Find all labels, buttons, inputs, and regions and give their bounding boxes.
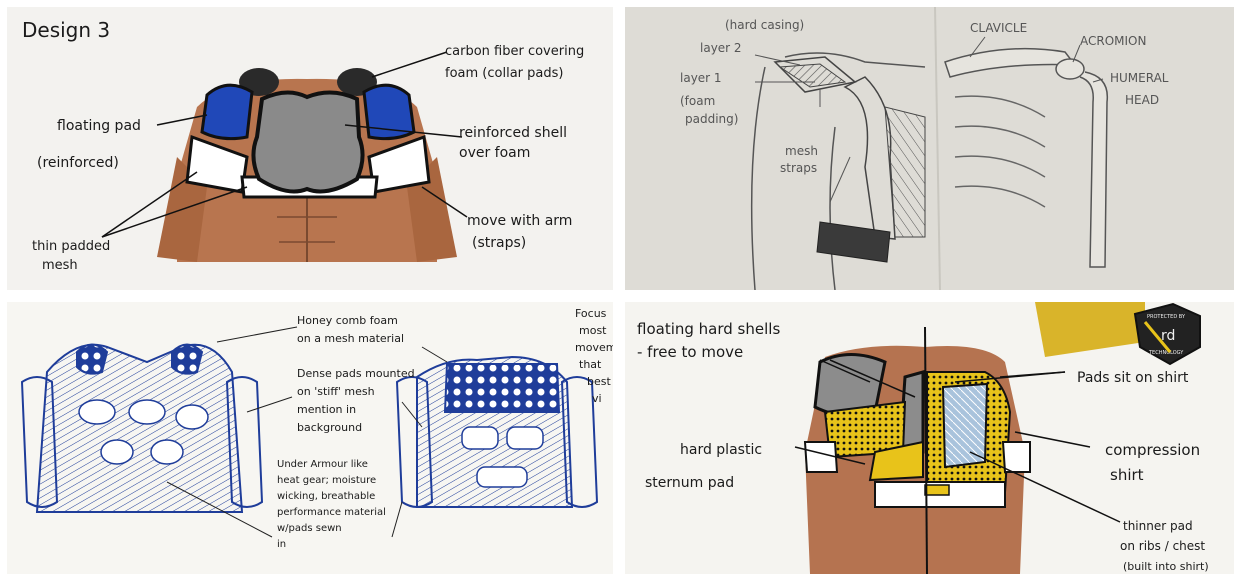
under-armour-label-line6: in <box>277 539 286 550</box>
mesh-label-line1: thin padded <box>32 239 110 254</box>
mesh-straps-label-line1: mesh <box>785 144 818 158</box>
focus-note-line5: best <box>587 375 611 388</box>
foam-label-line1: (foam <box>680 94 715 108</box>
plastic-label-line1: hard plastic <box>680 442 762 458</box>
blue-ink-sketch-panel: Honey comb foam on a mesh material Dense… <box>7 302 613 574</box>
focus-note-line6: vi <box>592 392 602 405</box>
move-label-line2: (straps) <box>472 235 526 251</box>
layer-1-pad <box>780 64 845 87</box>
floating-shells-label-line1: floating hard shells <box>637 320 780 338</box>
compression-shirt-panel <box>943 384 987 467</box>
acromion-bone <box>1056 59 1084 79</box>
compression-label-line1: compression <box>1105 441 1200 459</box>
reinforced-shell <box>253 92 362 191</box>
humeral-label-line2: HEAD <box>1125 93 1159 107</box>
compression-label-line2: shirt <box>1110 466 1144 484</box>
focus-note-line3: movem <box>575 341 613 354</box>
dark-band <box>817 222 890 262</box>
layer2-label: layer 2 <box>700 41 742 55</box>
pads-sit-label: Pads sit on shirt <box>1077 370 1189 386</box>
design-title: Design 3 <box>22 18 110 42</box>
honeycomb-label-line1: Honey comb foam <box>297 314 398 327</box>
mesh-straps-label-line2: straps <box>780 161 817 175</box>
under-armour-label-line5: w/pads sewn <box>277 523 342 534</box>
hard-casing-label: (hard casing) <box>725 18 804 32</box>
hatched-chest-area <box>885 107 925 237</box>
clavicle-label: CLAVICLE <box>970 21 1027 35</box>
ribs <box>955 96 1045 207</box>
focus-note-line1: Focus <box>575 307 607 320</box>
carbon-label-line1: carbon fiber covering <box>445 44 584 59</box>
layer1-label: layer 1 <box>680 71 722 85</box>
move-label-line1: move with arm <box>467 213 572 229</box>
badge-bottom-text: TECHNOLOGY <box>1148 350 1184 356</box>
dense-pads-label-line2: on 'stiff' mesh <box>297 385 375 398</box>
left-honeycomb-pad-a <box>77 345 107 374</box>
mesh-strap <box>845 77 895 239</box>
sticky-note <box>1035 302 1145 357</box>
right-honeycomb-panel <box>445 364 559 412</box>
thinner-pad-label-line1: thinner pad <box>1123 519 1193 533</box>
foam-label-line2: padding) <box>685 112 738 126</box>
acromion-label: ACROMION <box>1080 34 1146 48</box>
right-sleeve <box>1003 442 1030 472</box>
thinner-pad-label-line2: on ribs / chest <box>1120 539 1205 553</box>
thinner-pad-label-line3: (built into shirt) <box>1123 560 1209 573</box>
dense-pads-label-line3: mention in <box>297 403 356 416</box>
focus-note-line2: most <box>579 324 607 337</box>
left-sleeve <box>805 442 837 472</box>
floating-shells-panel: PROTECTED BY rd TECHNOLOGY floating hard… <box>625 302 1234 574</box>
dense-pads-label-line4: background <box>297 421 362 434</box>
badge-top-text: PROTECTED BY <box>1147 314 1186 320</box>
plastic-label-line2: sternum pad <box>645 475 734 491</box>
floating-shells-drawing: PROTECTED BY rd TECHNOLOGY floating hard… <box>625 302 1234 574</box>
dense-pads-label-line1: Dense pads mounted <box>297 367 415 380</box>
design-3-drawing: Design 3 carbon fiber covering foam (col… <box>7 7 613 290</box>
blue-ink-sketch-drawing: Honey comb foam on a mesh material Dense… <box>7 302 613 574</box>
under-armour-label-line2: heat gear; moisture <box>277 475 376 486</box>
anatomy-sketch-panel: (hard casing) layer 2 layer 1 (foam padd… <box>625 7 1234 290</box>
shell-label-line2: over foam <box>459 145 530 161</box>
carbon-label-line2: foam (collar pads) <box>445 66 563 81</box>
under-armour-label-line4: performance material <box>277 507 386 518</box>
humeral-label-line1: HUMERAL <box>1110 71 1169 85</box>
shell-label-line1: reinforced shell <box>459 125 567 141</box>
design-3-panel: Design 3 carbon fiber covering foam (col… <box>7 7 613 290</box>
left-floating-pad <box>202 85 252 138</box>
anatomy-sketch-drawing: (hard casing) layer 2 layer 1 (foam padd… <box>625 7 1234 290</box>
left-honeycomb-pad-b <box>172 345 202 374</box>
honeycomb-label-line2: on a mesh material <box>297 332 404 345</box>
focus-note-line4: that <box>579 358 602 371</box>
left-vest-body <box>37 345 242 512</box>
humerus-bone <box>1080 72 1107 267</box>
mesh-label-line2: mesh <box>42 258 78 273</box>
under-armour-label-line3: wicking, breathable <box>277 491 375 502</box>
floating-shells-label-line2: - free to move <box>637 343 743 361</box>
under-armour-label-line1: Under Armour like <box>277 459 368 470</box>
floating-pad-label-line1: floating pad <box>57 118 141 134</box>
floating-pad-label-line2: (reinforced) <box>37 155 119 171</box>
clavicle-bone <box>945 49 1075 77</box>
